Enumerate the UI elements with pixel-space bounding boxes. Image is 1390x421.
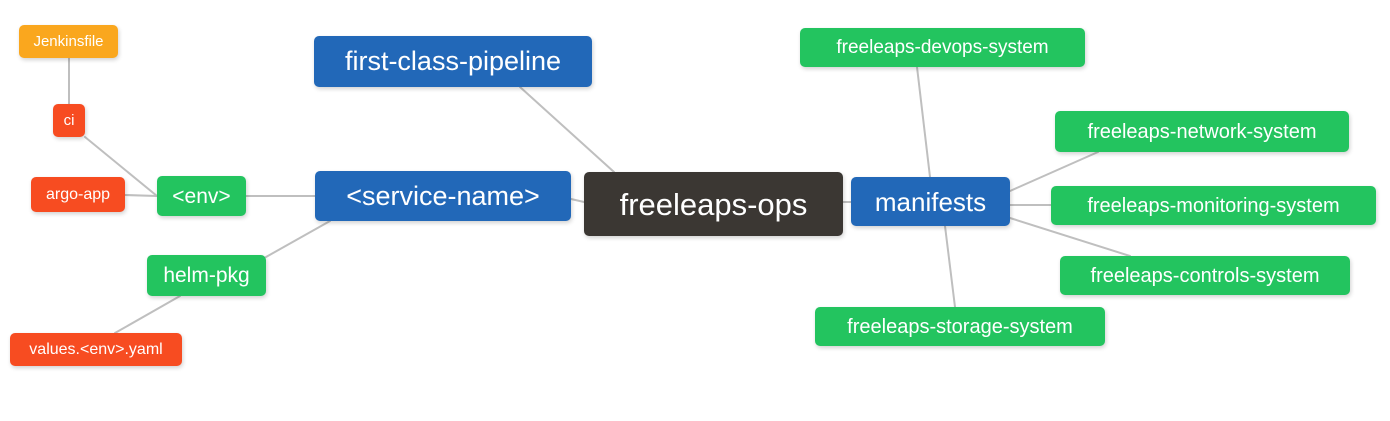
edge-manifests-to-freeleaps-devops-system — [916, 66, 931, 178]
node-first-class-pipeline[interactable]: first-class-pipeline — [314, 36, 592, 87]
edge-first-class-pipeline-to-freeleaps-ops — [519, 86, 615, 173]
node-label-freeleaps-controls-system: freeleaps-controls-system — [1090, 264, 1320, 287]
node-label-helm-pkg: helm-pkg — [163, 264, 250, 287]
node-values-env-yaml[interactable]: values.<env>.yaml — [10, 333, 182, 366]
node-label-argo-app: argo-app — [45, 185, 111, 203]
node-label-values-env-yaml: values.<env>.yaml — [29, 340, 163, 358]
node-label-freeleaps-network-system: freeleaps-network-system — [1087, 120, 1317, 143]
node-env[interactable]: <env> — [157, 176, 246, 216]
node-label-ci: ci — [63, 112, 75, 129]
node-jenkinsfile[interactable]: Jenkinsfile — [19, 25, 118, 58]
node-label-jenkinsfile: Jenkinsfile — [33, 33, 104, 50]
node-freeleaps-controls-system[interactable]: freeleaps-controls-system — [1060, 256, 1350, 295]
node-freeleaps-storage-system[interactable]: freeleaps-storage-system — [815, 307, 1105, 346]
node-label-freeleaps-ops: freeleaps-ops — [619, 186, 808, 222]
node-freeleaps-devops-system[interactable]: freeleaps-devops-system — [800, 28, 1085, 67]
node-label-env: <env> — [172, 184, 231, 208]
node-helm-pkg[interactable]: helm-pkg — [147, 255, 266, 296]
node-argo-app[interactable]: argo-app — [31, 177, 125, 212]
node-service-name[interactable]: <service-name> — [315, 171, 571, 221]
node-label-freeleaps-storage-system: freeleaps-storage-system — [847, 315, 1073, 338]
node-label-service-name: <service-name> — [346, 180, 540, 211]
edge-helm-pkg-to-service-name — [265, 220, 331, 258]
node-freeleaps-monitoring-system[interactable]: freeleaps-monitoring-system — [1051, 186, 1376, 225]
node-freeleaps-ops[interactable]: freeleaps-ops — [584, 172, 843, 236]
node-ci[interactable]: ci — [53, 104, 85, 137]
node-label-manifests: manifests — [874, 186, 987, 217]
edge-service-name-to-freeleaps-ops — [570, 198, 585, 203]
edge-values-env-yaml-to-helm-pkg — [114, 295, 181, 334]
edge-manifests-to-freeleaps-storage-system — [944, 225, 956, 308]
node-label-freeleaps-monitoring-system: freeleaps-monitoring-system — [1087, 194, 1340, 217]
node-label-first-class-pipeline: first-class-pipeline — [344, 46, 562, 76]
node-label-freeleaps-devops-system: freeleaps-devops-system — [836, 37, 1049, 58]
edge-argo-app-to-env — [124, 194, 158, 197]
node-manifests[interactable]: manifests — [851, 177, 1010, 226]
node-freeleaps-network-system[interactable]: freeleaps-network-system — [1055, 111, 1349, 152]
